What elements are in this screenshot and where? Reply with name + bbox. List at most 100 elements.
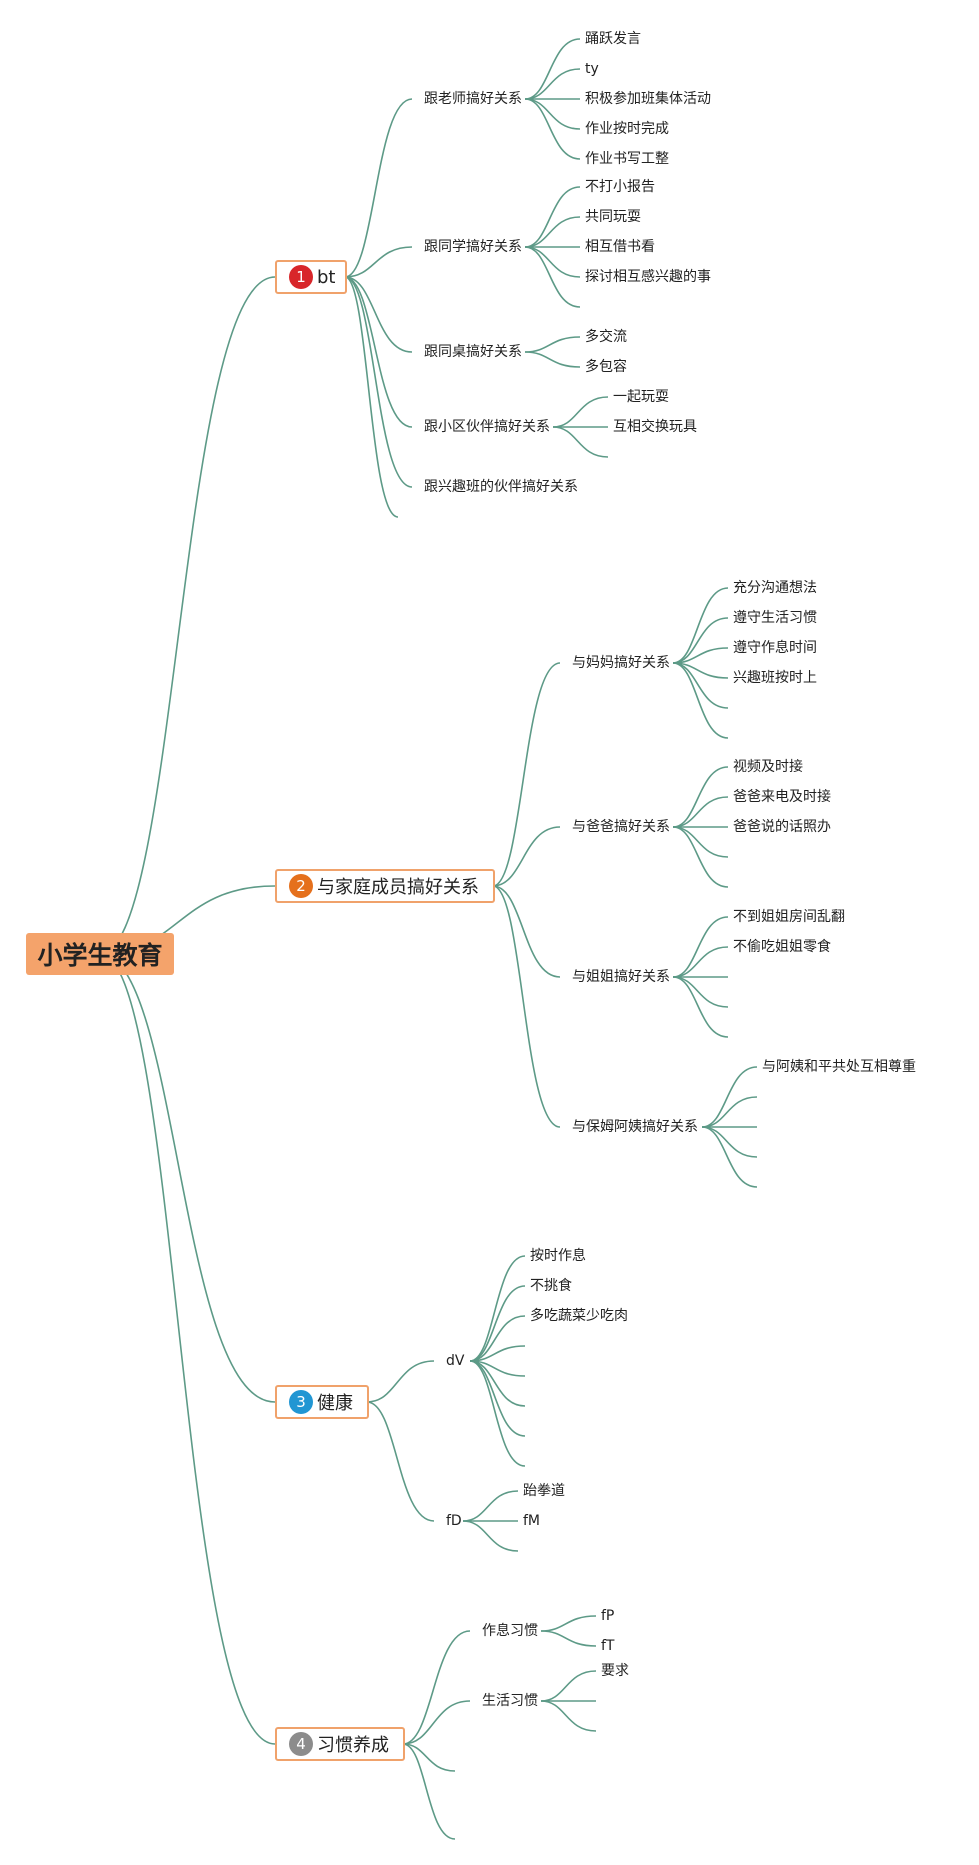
leaf-label[interactable]: 一起玩耍: [613, 389, 669, 405]
leaf-connector-2-0-4: [672, 662, 729, 709]
leaf-label[interactable]: 踊跃发言: [585, 31, 641, 47]
leaf-label[interactable]: 互相交换玩具: [613, 419, 697, 435]
leaf-connector-2-2-1: [672, 946, 729, 978]
leaf-connector-2-3-4: [701, 1126, 758, 1188]
subtopic-label[interactable]: 跟同桌搞好关系: [424, 344, 522, 360]
leaf-connector-4-1-0: [540, 1670, 597, 1702]
leaf-connector-1-3-0: [552, 396, 609, 428]
subtopic-label[interactable]: 与妈妈搞好关系: [572, 655, 670, 671]
root-connector-1: [99, 276, 276, 955]
subtopic-connector-2-1: [492, 826, 561, 887]
subtopic-connector-3-1: [366, 1401, 435, 1522]
leaf-label[interactable]: fT: [601, 1638, 615, 1654]
root-topic[interactable]: 小学生教育: [26, 933, 174, 975]
leaf-connector-2-2-4: [672, 976, 729, 1038]
subtopic-connector-2-3: [492, 885, 561, 1128]
subtopic-label[interactable]: dV: [446, 1353, 465, 1369]
subtopic-label[interactable]: fD: [446, 1513, 462, 1529]
subtopic-label[interactable]: 作息习惯: [482, 1623, 538, 1639]
leaf-connector-2-1-1: [672, 796, 729, 828]
leaf-connector-1-0-1: [524, 68, 581, 100]
leaf-connector-2-0-5: [672, 662, 729, 739]
leaf-label[interactable]: 爸爸说的话照办: [733, 819, 831, 835]
leaf-label[interactable]: 按时作息: [530, 1248, 586, 1264]
subtopic-connector-4-0: [402, 1630, 471, 1745]
leaf-connector-1-1-0: [524, 186, 581, 248]
leaf-label[interactable]: fM: [523, 1513, 541, 1529]
leaf-label[interactable]: 作业书写工整: [585, 151, 669, 167]
leaf-label[interactable]: 多吃蔬菜少吃肉: [530, 1308, 628, 1324]
leaf-connector-2-3-0: [701, 1066, 758, 1128]
leaf-label[interactable]: 充分沟通想法: [733, 580, 817, 596]
leaf-connector-1-2-1: [524, 351, 581, 368]
subtopic-label[interactable]: 与保姆阿姨搞好关系: [572, 1119, 698, 1135]
leaf-label[interactable]: 多包容: [585, 359, 627, 375]
leaf-label[interactable]: 要求: [601, 1663, 629, 1679]
leaf-connector-1-3-2: [552, 426, 609, 458]
leaf-connector-3-1-0: [462, 1490, 519, 1522]
subtopic-connector-4-1: [402, 1700, 471, 1745]
subtopic-label[interactable]: 与姐姐搞好关系: [572, 969, 670, 985]
leaf-connector-2-1-0: [672, 766, 729, 828]
leaf-label[interactable]: ty: [585, 61, 599, 77]
leaf-connector-1-0-0: [524, 38, 581, 100]
leaf-label[interactable]: 不到姐姐房间乱翻: [733, 909, 845, 925]
main-topic-label: 习惯养成: [317, 1735, 389, 1756]
leaf-label[interactable]: 视频及时接: [733, 759, 803, 775]
leaf-label[interactable]: fP: [601, 1608, 615, 1624]
number-badge-icon: 1: [289, 265, 313, 289]
subtopic-label[interactable]: 跟小区伙伴搞好关系: [424, 419, 550, 435]
leaf-label[interactable]: 多交流: [585, 329, 627, 345]
subtopic-connector-1-0: [344, 98, 413, 278]
main-topic-label: 与家庭成员搞好关系: [317, 877, 479, 898]
leaf-connector-2-1-3: [672, 826, 729, 858]
subtopic-connector-1-2: [344, 276, 413, 353]
main-topic-label: bt: [317, 266, 336, 288]
main-topic-label: 健康: [317, 1393, 353, 1414]
root-connector-4: [99, 953, 276, 1745]
subtopic-connector-3-0: [366, 1360, 435, 1403]
subtopic-label[interactable]: 跟同学搞好关系: [424, 239, 522, 255]
subtopic-connector-1-1: [344, 246, 413, 278]
leaf-label[interactable]: 积极参加班集体活动: [585, 91, 711, 107]
subtopic-connector-2-2: [492, 885, 561, 978]
subtopic-connector-2-0: [492, 662, 561, 887]
leaf-label[interactable]: 作业按时完成: [585, 121, 669, 137]
leaf-label[interactable]: 爸爸来电及时接: [733, 789, 831, 805]
leaf-connector-4-1-2: [540, 1700, 597, 1732]
subtopic-connector-4-3: [402, 1743, 456, 1840]
leaf-label[interactable]: 遵守作息时间: [733, 640, 817, 656]
leaf-label[interactable]: 遵守生活习惯: [733, 610, 817, 626]
subtopic-connector-1-5: [344, 276, 399, 518]
leaf-label[interactable]: 共同玩耍: [585, 209, 641, 225]
leaf-label[interactable]: 相互借书看: [585, 239, 655, 255]
leaf-label[interactable]: 跆拳道: [523, 1483, 565, 1499]
leaf-connector-3-1-2: [462, 1520, 519, 1552]
subtopic-label[interactable]: 与爸爸搞好关系: [572, 819, 670, 835]
leaf-connector-3-0-0: [469, 1255, 526, 1362]
leaf-label[interactable]: 与阿姨和平共处互相尊重: [762, 1059, 916, 1075]
leaf-label[interactable]: 不偷吃姐姐零食: [733, 939, 831, 955]
leaf-connector-1-1-3: [524, 246, 581, 278]
leaf-connector-2-3-3: [701, 1126, 758, 1158]
leaf-label[interactable]: 探讨相互感兴趣的事: [585, 269, 711, 285]
subtopic-label[interactable]: 跟兴趣班的伙伴搞好关系: [424, 479, 578, 495]
subtopic-label[interactable]: 生活习惯: [482, 1693, 538, 1709]
leaf-label[interactable]: 兴趣班按时上: [733, 670, 817, 686]
leaf-label[interactable]: 不挑食: [530, 1278, 572, 1294]
leaf-connector-1-1-4: [524, 246, 581, 308]
leaf-connector-3-0-2: [469, 1315, 526, 1362]
leaf-connector-2-0-0: [672, 587, 729, 664]
leaf-connector-3-0-1: [469, 1285, 526, 1362]
leaf-label[interactable]: 不打小报告: [585, 179, 655, 195]
leaf-connector-2-0-1: [672, 617, 729, 664]
leaf-connector-2-1-4: [672, 826, 729, 888]
subtopic-label[interactable]: 跟老师搞好关系: [424, 91, 522, 107]
leaf-connector-2-3-1: [701, 1096, 758, 1128]
subtopic-connector-1-3: [344, 276, 413, 428]
